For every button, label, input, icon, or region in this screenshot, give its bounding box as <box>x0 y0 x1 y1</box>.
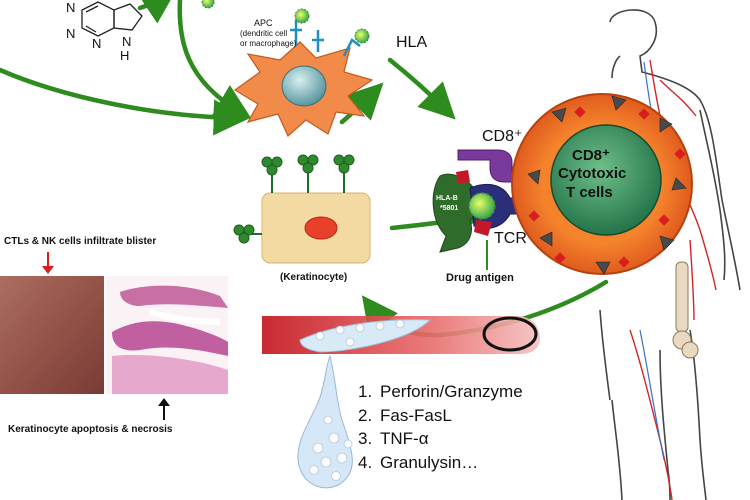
mechanism-item: 4. Granulysin… <box>358 451 523 475</box>
drug-n-label-2: N <box>66 26 75 41</box>
mechanism-text: Fas-FasL <box>380 405 452 425</box>
blood-vessel <box>262 316 540 354</box>
hla-label: HLA <box>396 34 428 51</box>
red-arrow-head <box>42 266 54 274</box>
drug-molecules <box>201 0 370 44</box>
drug-h-label: H <box>120 48 129 63</box>
cytotoxic-t-cell <box>511 93 693 275</box>
drug-structure <box>81 1 143 37</box>
ctl-label-2: Cytotoxic <box>558 165 627 182</box>
mechanism-number: 4. <box>358 452 373 472</box>
histology-image <box>106 276 228 394</box>
apc-sub-label-2: or macrophage) <box>240 39 297 48</box>
apc-sub-label-1: (dendritic cell <box>240 29 288 38</box>
drug-n-label-4: N <box>122 34 131 49</box>
drug-n-label-1: N <box>66 0 75 15</box>
ctl-label-1: CD8⁺ <box>572 147 610 164</box>
apc-label: APC <box>254 18 273 28</box>
cytotoxic-mechanisms-list: 1. Perforin/Granzyme 2. Fas-FasL 3. TNF-α 4… <box>358 380 523 474</box>
apc-cell <box>233 41 374 137</box>
cd8-label: CD8⁺ <box>482 128 523 145</box>
femur-bone <box>672 261 699 359</box>
hla-b-label-1: HLA-B <box>436 195 458 202</box>
tcr-label: TCR <box>494 230 527 247</box>
clover-antigens <box>233 154 355 244</box>
skin-lesion-photo <box>0 276 104 394</box>
black-arrow-head <box>158 398 170 406</box>
granule-droplet <box>297 319 405 489</box>
hla-b-label-2: *5801 <box>440 205 459 212</box>
apoptosis-label: Keratinocyte apoptosis & necrosis <box>8 424 173 435</box>
mechanism-number: 1. <box>358 382 373 401</box>
apc-receptors <box>290 20 361 57</box>
mechanism-text: Perforin/Granzyme <box>380 382 523 401</box>
drug-antigen-ball <box>468 192 496 220</box>
mechanism-item: 3. TNF-α <box>358 427 523 451</box>
mechanism-number: 3. <box>358 429 373 448</box>
mechanism-text: Granulysin… <box>380 452 479 472</box>
keratinocyte-label: (Keratinocyte) <box>280 272 348 283</box>
mechanism-item: 2. Fas-FasL <box>358 404 523 428</box>
ctl-label-3: T cells <box>566 184 613 201</box>
ctl-nk-label: CTLs & NK cells infiltrate blister <box>4 236 157 247</box>
drug-n-label-3: N <box>92 36 101 51</box>
keratinocyte-cell <box>261 192 371 264</box>
mechanism-item: 1. Perforin/Granzyme <box>358 380 523 404</box>
drug-antigen-label: Drug antigen <box>446 272 514 284</box>
mechanism-number: 2. <box>358 405 373 425</box>
mechanism-text: TNF-α <box>380 429 429 448</box>
